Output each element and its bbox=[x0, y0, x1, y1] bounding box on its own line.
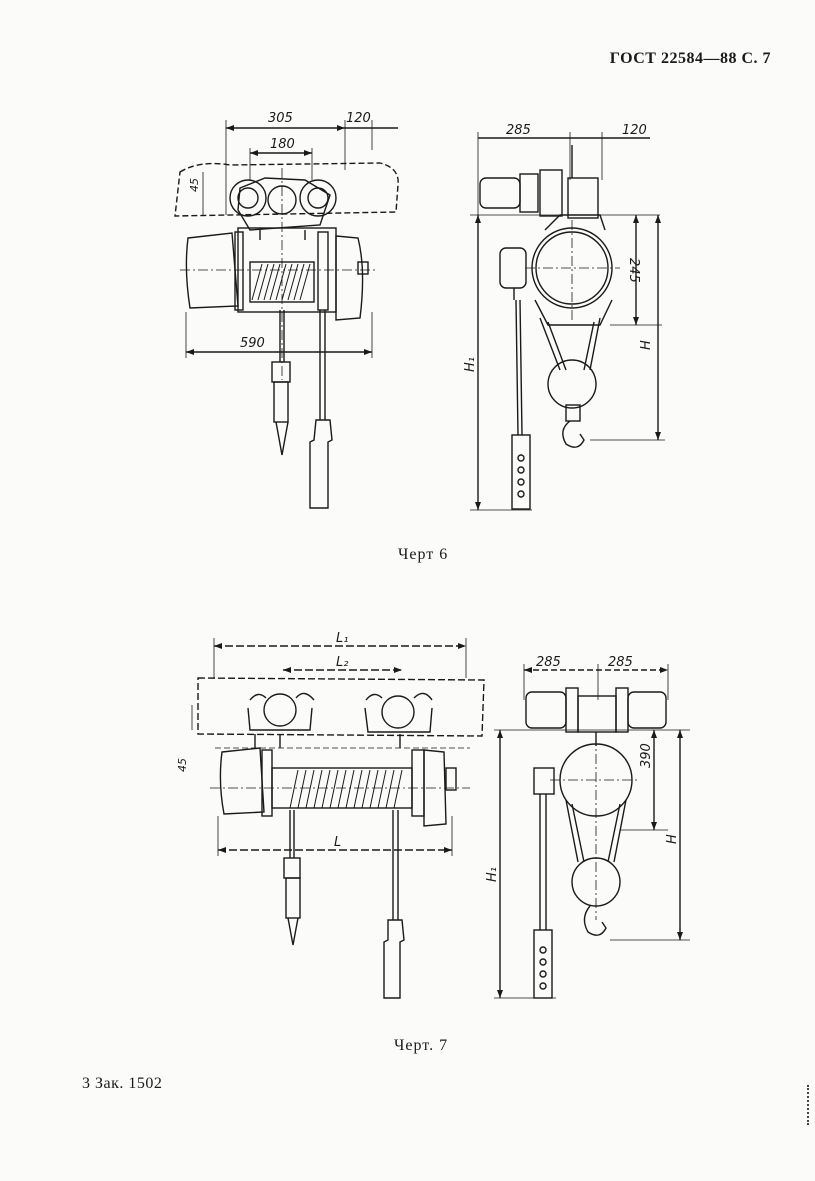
fig7-dim-285-left: 285 bbox=[536, 655, 561, 670]
standard-header: ГОСТ 22584—88 С. 7 bbox=[609, 50, 771, 67]
fig6-dim-45: 45 bbox=[188, 178, 201, 192]
fig7-dim-390: 390 bbox=[639, 743, 654, 768]
figure-6-drawing: 305 120 180 45 590 285 120 245 H₁ H bbox=[174, 111, 665, 511]
fig6-dim-120-front: 120 bbox=[346, 111, 371, 126]
fig6-dim-120-side: 120 bbox=[622, 123, 647, 138]
fig6-dim-180: 180 bbox=[270, 137, 295, 152]
fig7-label-h: H bbox=[665, 834, 680, 844]
figure-7-drawing: L₁ L₂ L 45 285 285 390 H₁ H bbox=[176, 631, 690, 999]
fig7-label-l1: L₁ bbox=[336, 631, 348, 646]
fig7-dim-45: 45 bbox=[176, 758, 189, 772]
order-footer: 3 Зак. 1502 bbox=[82, 1075, 163, 1092]
fig6-dim-305: 305 bbox=[268, 111, 293, 126]
fig7-label-l: L bbox=[334, 835, 341, 850]
fig6-label-h1: H₁ bbox=[463, 357, 478, 372]
edge-marks bbox=[807, 1085, 811, 1125]
fig7-label-h1: H₁ bbox=[485, 867, 500, 882]
fig6-dim-245: 245 bbox=[626, 258, 641, 283]
fig6-dim-285: 285 bbox=[506, 123, 531, 138]
figure-6-caption: Черт 6 bbox=[398, 546, 449, 563]
figure-6: 305 120 180 45 590 285 120 245 H₁ H Черт… bbox=[174, 111, 665, 563]
figure-7-caption: Черт. 7 bbox=[394, 1037, 449, 1054]
fig7-dim-285-right: 285 bbox=[608, 655, 633, 670]
fig6-dim-590: 590 bbox=[240, 336, 265, 351]
fig7-label-l2: L₂ bbox=[336, 655, 348, 670]
fig6-label-h: H bbox=[639, 340, 654, 350]
figure-7: L₁ L₂ L 45 285 285 390 H₁ H Черт. 7 bbox=[0, 600, 815, 1070]
